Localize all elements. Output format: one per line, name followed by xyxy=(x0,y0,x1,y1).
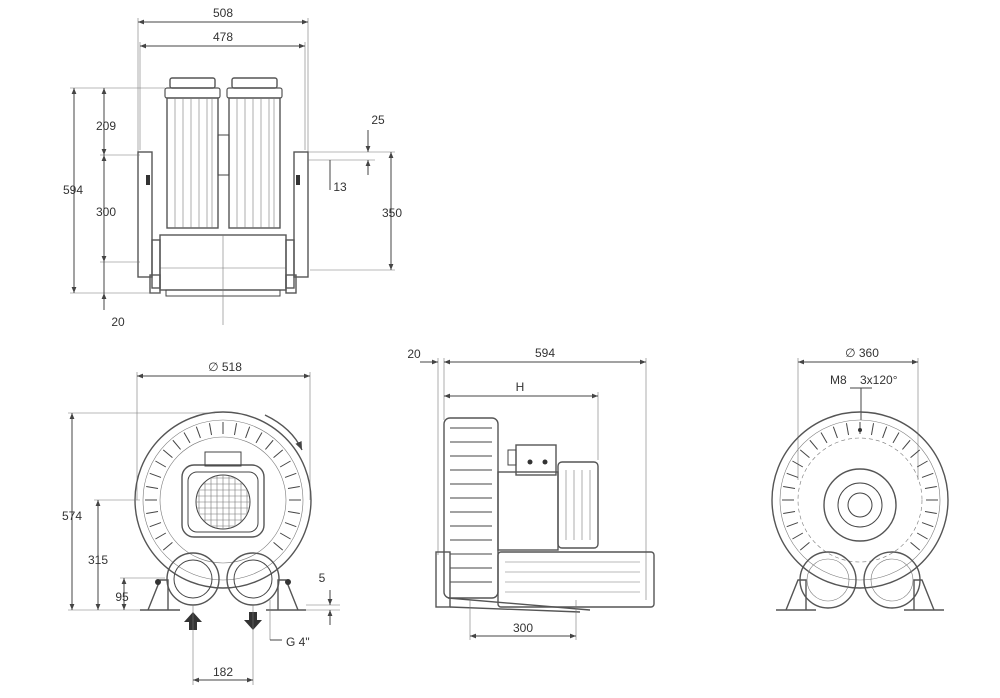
dim-182: 182 xyxy=(213,665,233,679)
dim-478: 478 xyxy=(213,30,233,44)
housing-rib xyxy=(924,485,937,490)
top-view: 508 478 xyxy=(63,6,402,329)
dim-95: 95 xyxy=(115,590,129,604)
housing-rib xyxy=(921,472,934,478)
housing-rib xyxy=(245,426,251,439)
dim-594-side: 594 xyxy=(535,346,555,360)
dim-574: 574 xyxy=(62,509,82,523)
housing-rib xyxy=(882,426,888,439)
housing-rib xyxy=(146,485,159,490)
housing-rib xyxy=(870,423,875,436)
housing-rib xyxy=(273,542,284,551)
housing-rib xyxy=(195,426,201,439)
housing-rib xyxy=(155,460,167,468)
housing-rib xyxy=(265,439,274,450)
housing-rib xyxy=(783,510,796,515)
housing-rib xyxy=(910,542,921,551)
housing-rib xyxy=(287,510,300,515)
housing-rib xyxy=(820,432,828,444)
housing-rib xyxy=(921,522,934,528)
housing-rib xyxy=(902,439,911,450)
housing-rib xyxy=(279,532,291,540)
rear-view: ∅ 360 M8 3x120° xyxy=(771,346,949,611)
housing-rib xyxy=(172,439,181,450)
side-view: 20 594 H 300 xyxy=(407,346,655,640)
housing-rib xyxy=(786,472,799,478)
label-g4: G 4" xyxy=(286,635,310,649)
housing-rib xyxy=(162,542,173,551)
dim-5: 5 xyxy=(319,571,326,585)
housing-rib xyxy=(783,485,796,490)
housing-rib xyxy=(255,432,263,444)
dim-25: 25 xyxy=(371,113,385,127)
dim-315: 315 xyxy=(88,553,108,567)
housing-rib xyxy=(273,449,284,458)
housing-rib xyxy=(809,439,818,450)
housing-rib xyxy=(287,485,300,490)
housing-rib xyxy=(233,423,238,436)
housing-rib xyxy=(832,426,838,439)
dim-20-top: 20 xyxy=(111,315,125,329)
dim-300-side: 300 xyxy=(513,621,533,635)
housing-rib xyxy=(279,460,291,468)
housing-rib xyxy=(162,449,173,458)
front-view: ∅ 518 574 315 xyxy=(62,360,340,685)
dim-209: 209 xyxy=(96,119,116,133)
dim-diam-518: ∅ 518 xyxy=(208,360,242,374)
housing-rib xyxy=(155,532,167,540)
dim-594-top: 594 xyxy=(63,183,83,197)
housing-rib xyxy=(149,522,162,528)
housing-rib xyxy=(924,510,937,515)
housing-rib xyxy=(799,449,810,458)
dim-300-top: 300 xyxy=(96,205,116,219)
dim-350: 350 xyxy=(382,206,402,220)
housing-rib xyxy=(284,472,297,478)
dim-h: H xyxy=(516,380,525,394)
dim-508: 508 xyxy=(213,6,233,20)
housing-rib xyxy=(916,460,928,468)
dim-20-side: 20 xyxy=(407,347,421,361)
label-3x120: 3x120° xyxy=(860,373,898,387)
housing-rib xyxy=(786,522,799,528)
housing-rib xyxy=(149,472,162,478)
housing-rib xyxy=(284,522,297,528)
housing-rib xyxy=(792,460,804,468)
housing-rib xyxy=(183,432,191,444)
housing-rib xyxy=(892,432,900,444)
housing-rib xyxy=(146,510,159,515)
housing-rib xyxy=(910,449,921,458)
housing-rib xyxy=(792,532,804,540)
housing-rib xyxy=(845,423,850,436)
housing-rib xyxy=(799,542,810,551)
dim-diam-360: ∅ 360 xyxy=(845,346,879,360)
housing-rib xyxy=(208,423,213,436)
dim-13: 13 xyxy=(333,180,347,194)
label-m8: M8 xyxy=(830,373,847,387)
housing-rib xyxy=(916,532,928,540)
